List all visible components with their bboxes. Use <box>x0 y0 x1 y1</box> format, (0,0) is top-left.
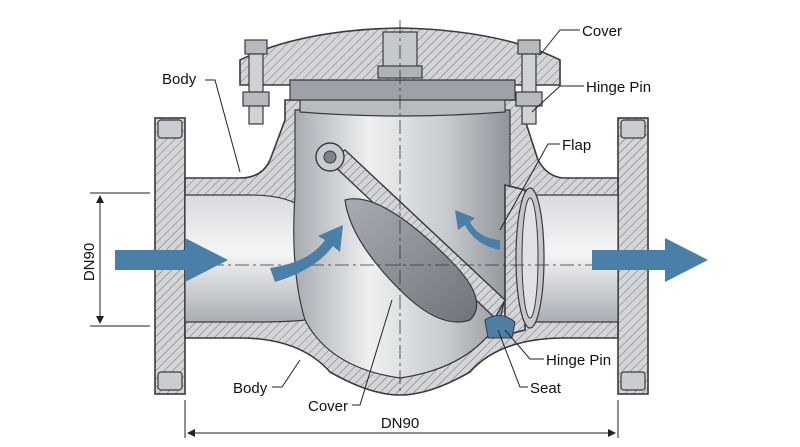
label-seat: Seat <box>530 380 562 397</box>
outlet-flow-arrow <box>592 238 708 282</box>
vertical-dimension-label: DN90 <box>81 243 98 281</box>
right-bolt <box>515 39 543 125</box>
horizontal-dimension-label: DN90 <box>381 415 419 432</box>
inner-flow-arrow-left <box>270 225 343 282</box>
callout-body-top: Body <box>162 71 241 173</box>
valve-flap <box>315 142 506 323</box>
callout-cover-bottom: Cover <box>308 299 393 415</box>
inner-flow-arrow-right <box>455 210 500 250</box>
callout-seat: Seat <box>497 329 562 397</box>
label-hinge-pin-bottom: Hinge Pin <box>546 352 611 369</box>
callout-body-bottom: Body <box>233 359 301 397</box>
inlet-flow-arrow <box>115 238 228 282</box>
callout-flap: Flap <box>499 137 591 231</box>
vertical-dimension: DN90 <box>81 192 150 327</box>
label-flap: Flap <box>562 137 591 154</box>
callout-hinge-pin-top: Hinge Pin <box>531 79 651 113</box>
valve-seat <box>504 183 545 337</box>
horizontal-dimension: DN90 <box>184 400 619 438</box>
label-hinge-pin-top: Hinge Pin <box>586 79 651 96</box>
callout-hinge-pin-bottom: Hinge Pin <box>504 329 611 369</box>
left-bolt <box>242 39 270 125</box>
label-cover-top: Cover <box>582 23 622 40</box>
callout-cover-top: Cover <box>539 23 622 56</box>
label-body-top: Body <box>162 71 197 88</box>
label-cover-bottom: Cover <box>308 398 348 415</box>
label-body-bottom: Body <box>233 380 268 397</box>
